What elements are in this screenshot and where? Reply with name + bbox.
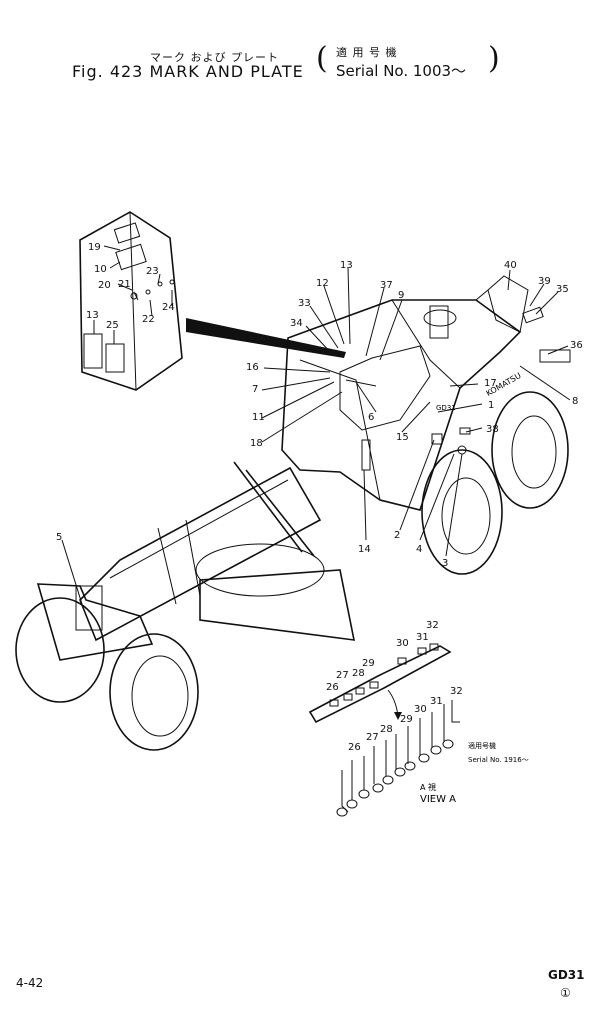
callout-33: 33 [298,298,311,309]
callout-20: 20 [98,280,111,291]
callout-15: 15 [396,432,409,443]
callout-27-view: 27 [366,732,379,743]
gd31-plate-text: GD31 [436,404,456,412]
callout-34: 34 [290,318,303,329]
callout-7: 7 [252,384,258,395]
callout-38: 38 [486,424,499,435]
callout-14: 14 [358,544,371,555]
callout-2: 2 [394,530,400,541]
callout-5: 5 [56,532,62,543]
plate-parts [361,306,571,471]
callout-29-view: 29 [400,714,413,725]
callout-26-view: 26 [348,742,361,753]
open-paren: ( [316,41,328,76]
jp-applicability: 適 用 号 機 [336,46,398,59]
callout-3: 3 [442,558,448,569]
figure-title: Fig. 423 MARK AND PLATE [72,62,304,81]
callout-18: 18 [250,438,263,449]
callout-9: 9 [398,290,404,301]
model-code: GD31 [548,968,585,982]
callout-36: 36 [570,340,583,351]
note-jp: 適用号機 [468,741,496,750]
callout-37: 37 [380,280,393,291]
callout-26-strip: 26 [326,682,339,693]
callout-6: 6 [368,412,374,423]
model-mark: ① [560,986,571,1000]
close-paren: ) [488,41,500,76]
leader-lines [61,245,571,605]
jp-title: マーク および プレート [150,51,279,64]
callout-labels: 19 10 23 21 20 24 22 13 25 13 12 37 9 33… [56,242,583,753]
callout-8: 8 [572,396,578,407]
callout-30-strip: 30 [396,638,409,649]
callout-28-strip: 28 [352,668,365,679]
page-number: 4-42 [16,976,44,990]
view-a-label: VIEW A [420,794,456,805]
callout-22: 22 [142,314,155,325]
callout-4: 4 [416,544,422,555]
callout-19: 19 [88,242,101,253]
callout-40: 40 [504,260,517,271]
callout-35: 35 [556,284,569,295]
strip-plate [308,643,452,724]
view-a-jp: A 視 [420,783,436,792]
callout-17: 17 [484,378,497,389]
callout-24: 24 [162,302,175,313]
callout-39: 39 [538,276,551,287]
callout-32-view: 32 [450,686,463,697]
callout-31-strip: 31 [416,632,429,643]
callout-12: 12 [316,278,329,289]
motor-grader [15,275,569,751]
callout-23: 23 [146,266,159,277]
callout-13: 13 [340,260,353,271]
callout-11: 11 [252,412,265,423]
callout-10: 10 [94,264,107,275]
callout-30-view: 30 [414,704,427,715]
callout-16: 16 [246,362,259,373]
cab-detail-panel [79,211,346,391]
serial-range: Serial No. 1003～ [336,62,467,80]
callout-27-strip: 27 [336,670,349,681]
callout-28-view: 28 [380,724,393,735]
view-a-plates [336,700,460,817]
callout-21: 21 [118,279,131,290]
callout-31-view: 31 [430,696,443,707]
callout-13-cab: 13 [86,310,99,321]
callout-1: 1 [488,400,494,411]
callout-29-strip: 29 [362,658,375,669]
callout-25: 25 [106,320,119,331]
note-serial: Serial No. 1916～ [468,756,529,764]
callout-32-strip: 32 [426,620,439,631]
